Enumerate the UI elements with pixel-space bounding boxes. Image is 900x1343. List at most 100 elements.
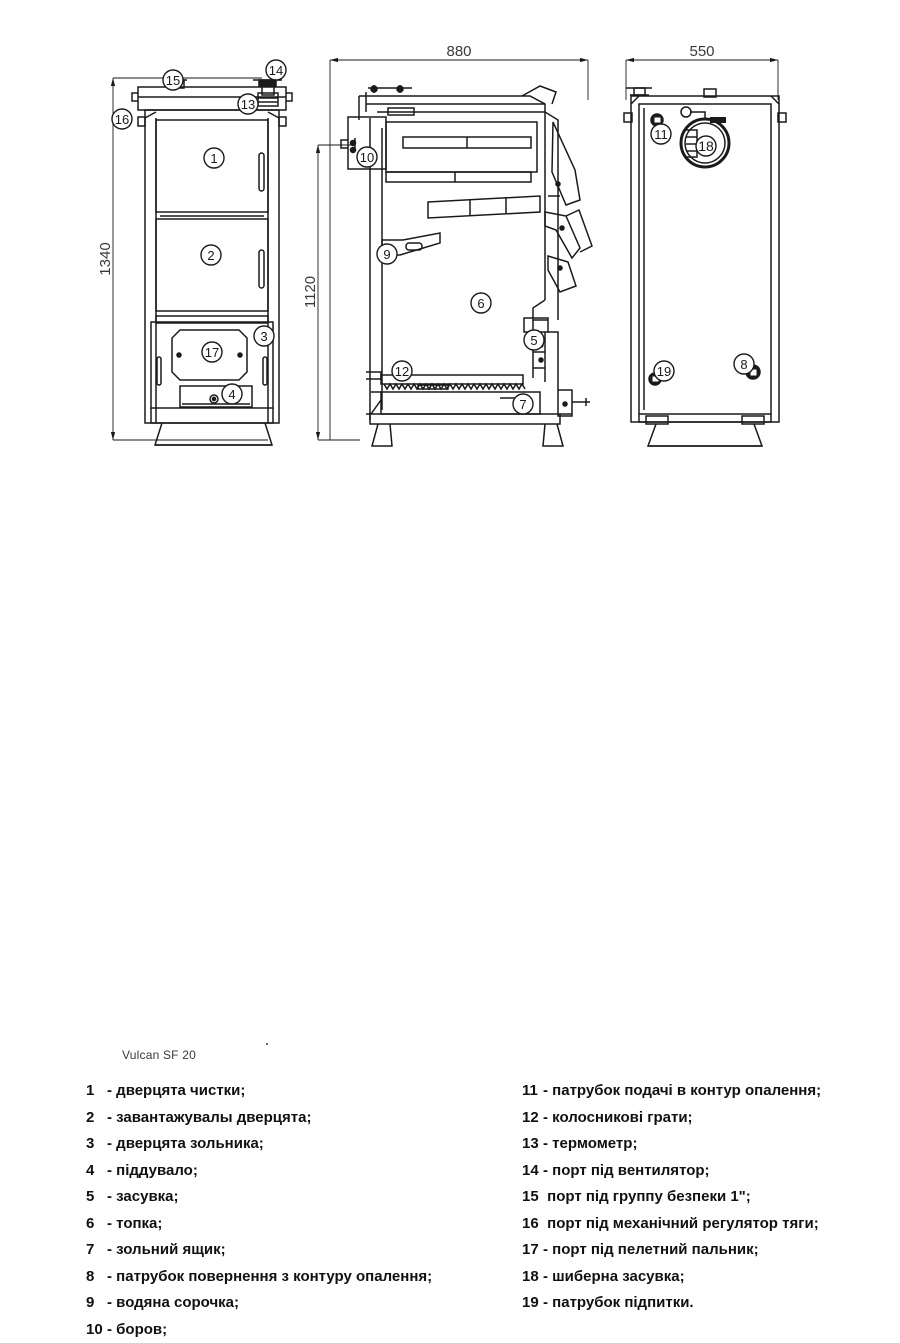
stray-dot [266, 1043, 268, 1045]
callout-label-4: 4 [228, 387, 235, 402]
legend-item-sep: - [107, 1109, 112, 1126]
callout-label-18: 18 [698, 138, 714, 154]
dim-label-880: 880 [446, 43, 471, 60]
legend-item-sep: - [107, 1162, 112, 1179]
legend-item-number: 11 [522, 1078, 543, 1105]
legend-item: 8- патрубок повернення з контуру опаленн… [86, 1264, 432, 1291]
legend-item-sep: - [543, 1268, 548, 1285]
legend-item: 7- зольний ящик; [86, 1237, 432, 1264]
legend-item: 4- піддувало; [86, 1158, 432, 1185]
legend-item-number: 1 [86, 1078, 107, 1105]
legend-item-sep: - [543, 1135, 548, 1152]
heat-exchanger-baffles [386, 122, 540, 218]
legend-item: 11- патрубок подачі в контур опалення; [522, 1078, 821, 1105]
rear-elevation-view [624, 60, 786, 446]
section-rear-frame [558, 390, 590, 416]
legend-item-sep: - [543, 1082, 548, 1099]
legend-item-text: топка; [116, 1215, 162, 1232]
legend-item: 15 порт під группу безпеки 1"; [522, 1184, 821, 1211]
dim-section-height [318, 145, 360, 440]
legend-item-sep: - [107, 1082, 112, 1099]
legend-item-number: 10 [86, 1317, 107, 1343]
legend-item: 14- порт під вентилятор; [522, 1158, 821, 1185]
legend-item-number: 8 [86, 1264, 107, 1291]
legend-item-text: порт під группу безпеки 1"; [547, 1188, 751, 1205]
legend-item-number: 5 [86, 1184, 107, 1211]
grate-12 [366, 372, 525, 389]
legend-item-number: 16 [522, 1211, 543, 1238]
legend-item-text: піддувало; [116, 1162, 198, 1179]
legend-item-text: патрубок подачі в контур опалення; [552, 1082, 821, 1099]
legend-item-text: дверцята чистки; [116, 1082, 245, 1099]
callout-label-10: 10 [360, 150, 374, 165]
legend-item-sep: - [543, 1241, 548, 1258]
front-base [151, 408, 273, 445]
legend-item-number: 13 [522, 1131, 543, 1158]
legend-item-text: шиберна засувка; [552, 1268, 684, 1285]
drawing-sheet: 1 2 3 4 17 13 14 15 16 10 9 6 5 12 7 11 … [0, 0, 900, 900]
side-door-assembly [545, 122, 592, 292]
callout-label-16: 16 [115, 112, 129, 127]
legend-item-number: 17 [522, 1237, 543, 1264]
callout-label-19: 19 [657, 364, 671, 379]
callout-label-8: 8 [740, 357, 747, 372]
legend-item: 3- дверцята зольника; [86, 1131, 432, 1158]
legend-item-sep: - [107, 1294, 112, 1311]
dim-label-1120: 1120 [302, 276, 319, 308]
dim-label-550: 550 [689, 43, 714, 60]
legend-item-text: порт під вентилятор; [552, 1162, 709, 1179]
legend-item-number: 15 [522, 1184, 543, 1211]
legend-item-sep: - [107, 1215, 112, 1232]
callout-label-14: 14 [269, 63, 283, 78]
dimension-labels: 880 550 1340 1120 [97, 43, 715, 308]
legend-column-left: 1- дверцята чистки; 2- завантажувалы две… [86, 1078, 432, 1343]
front-elevation-view [113, 78, 292, 445]
legend-item-sep: - [107, 1135, 112, 1152]
legend-item-number: 14 [522, 1158, 543, 1185]
legend-item-number: 4 [86, 1158, 107, 1185]
legend-item-text: патрубок повернення з контуру опалення; [116, 1268, 432, 1285]
legend-item-text: водяна сорочка; [116, 1294, 239, 1311]
legend-item-text: засувка; [116, 1188, 178, 1205]
callout-label-13: 13 [241, 97, 255, 112]
section-base [366, 414, 572, 446]
legend-item-text: патрубок підпитки. [552, 1294, 693, 1311]
legend-item: 10- боров; [86, 1317, 432, 1343]
callout-bubbles [112, 60, 754, 414]
legend-item: 18- шиберна засувка; [522, 1264, 821, 1291]
legend-item-sep: - [543, 1109, 548, 1126]
legend-item-number: 2 [86, 1105, 107, 1132]
legend-column-right: 11- патрубок подачі в контур опалення; 1… [522, 1078, 821, 1317]
legend-item-text: колосникові грати; [552, 1109, 692, 1126]
legend-item-number: 7 [86, 1237, 107, 1264]
callout-label-6: 6 [477, 296, 484, 311]
legend-item: 1- дверцята чистки; [86, 1078, 432, 1105]
legend-item: 6- топка; [86, 1211, 432, 1238]
rear-top-stub [626, 88, 652, 95]
damper-valve-5 [524, 318, 558, 390]
legend-item-number: 18 [522, 1264, 543, 1291]
callout-label-7: 7 [519, 397, 526, 412]
dim-label-1340: 1340 [97, 242, 114, 275]
model-name: Vulcan SF 20 [122, 1048, 196, 1062]
port-16 [138, 117, 145, 126]
legend-item-sep: - [107, 1321, 112, 1338]
legend-item-number: 3 [86, 1131, 107, 1158]
callout-label-17: 17 [205, 345, 219, 360]
callout-label-3: 3 [260, 329, 267, 344]
side-section-view [318, 60, 592, 446]
legend-item-sep: - [107, 1241, 112, 1258]
legend-item-text: порт під механічний регулятор тяги; [547, 1215, 819, 1232]
legend-item-text: порт під пелетний пальник; [552, 1241, 758, 1258]
legend-item-number: 12 [522, 1105, 543, 1132]
legend-item-sep: - [543, 1294, 548, 1311]
legend-item-text: термометр; [552, 1135, 637, 1152]
legend-item: 13- термометр; [522, 1131, 821, 1158]
legend-item: 16 порт під механічний регулятор тяги; [522, 1211, 821, 1238]
legend-item-sep: - [107, 1188, 112, 1205]
callout-label-5: 5 [530, 333, 537, 348]
callout-label-15: 15 [166, 73, 180, 88]
legend-item-sep: - [543, 1162, 548, 1179]
dim-rear-width [626, 60, 778, 100]
legend-item: 9- водяна сорочка; [86, 1290, 432, 1317]
